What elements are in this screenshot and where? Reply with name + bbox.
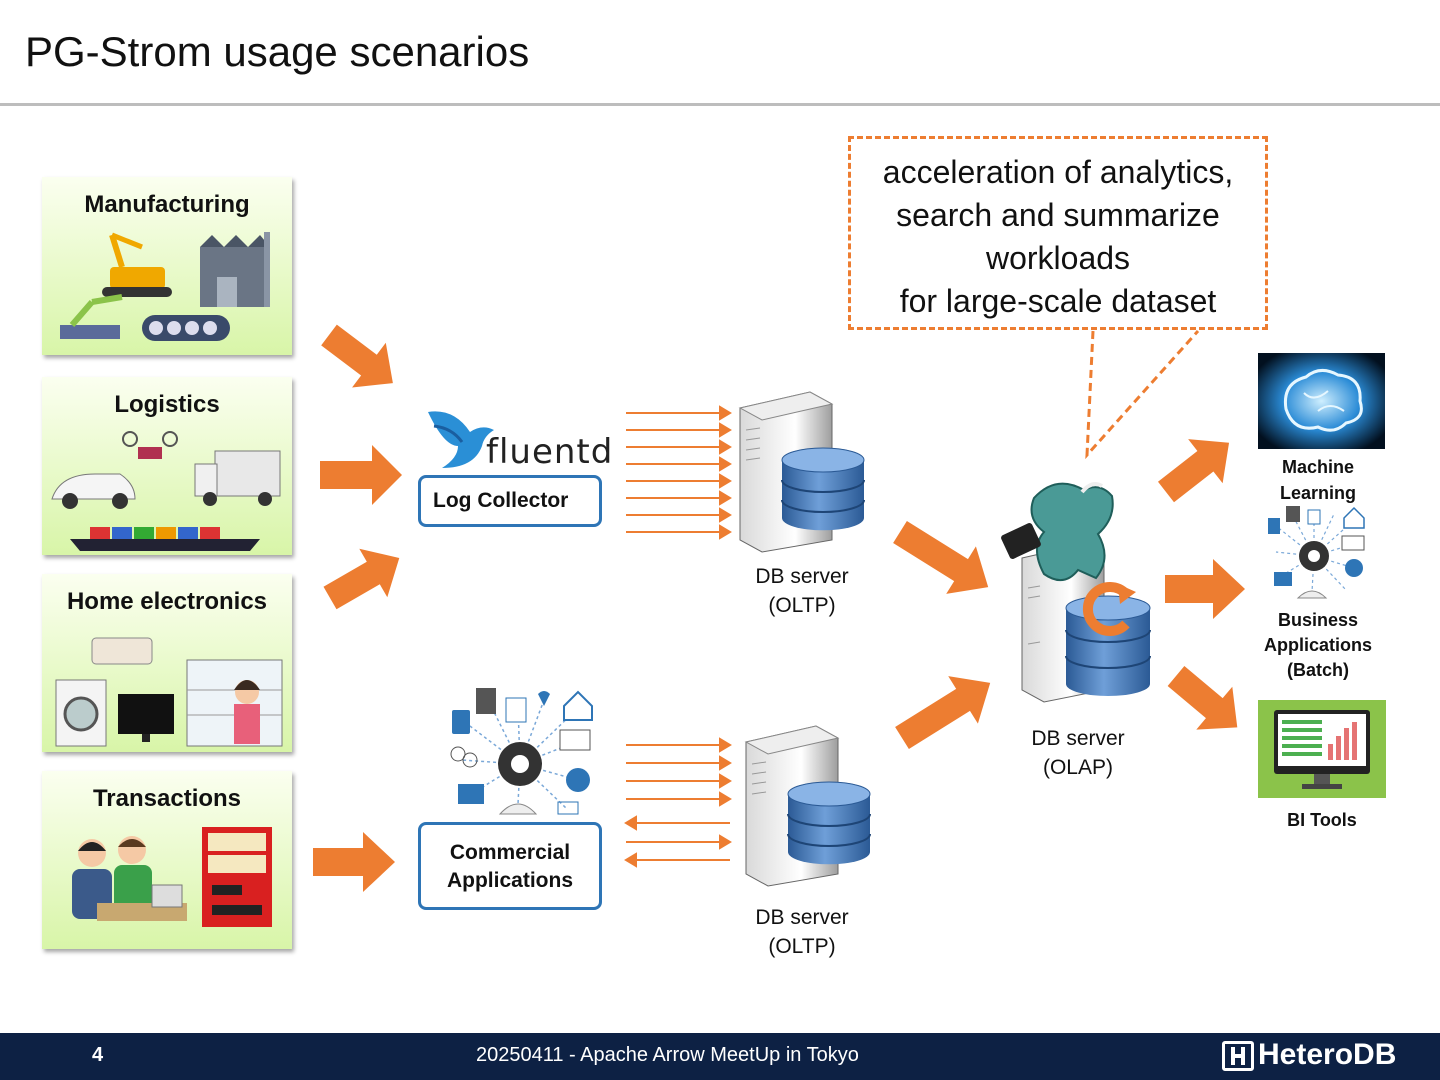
arrow-olap-to-bi (1167, 666, 1238, 730)
arrow-oltp2-to-olap (895, 676, 991, 750)
sector-label: Transactions (92, 785, 242, 812)
biz-line-2: Applications (1263, 635, 1372, 655)
oltp-server-1-icon (738, 391, 865, 553)
sector-label: Home electronics (66, 588, 268, 615)
commercial-line-2: Applications (446, 869, 573, 892)
fluentd-logo-text: fluentd (486, 432, 614, 472)
stream-arrows-fluentd (626, 405, 732, 540)
db-oltp-2-label: DB server (OLTP) (732, 903, 872, 961)
business-apps-network-icon (450, 688, 593, 815)
stream-arrows-commercial (624, 737, 732, 868)
bi-label: BI Tools (1287, 810, 1357, 830)
event-label: 20250411 - Apache Arrow MeetUp in Tokyo (476, 1044, 859, 1066)
callout-line-1: acceleration of analytics, (882, 154, 1234, 190)
db-oltp-1-line-1: DB server (755, 565, 849, 588)
arrow-olap-to-biz (1165, 559, 1245, 619)
arrow-olap-to-ml (1157, 439, 1230, 503)
commercial-line-1: Commercial (449, 841, 571, 864)
db-oltp-2-line-1: DB server (755, 906, 849, 929)
title-divider (0, 103, 1440, 106)
callout-box: acceleration of analytics, search and su… (848, 136, 1268, 330)
arrow-transactions-to-commercial (313, 832, 395, 892)
db-oltp-1-line-2: (OLTP) (768, 594, 836, 617)
callout-line-3: workloads (985, 240, 1131, 276)
footer-bar: 4 20250411 - Apache Arrow MeetUp in Toky… (0, 1033, 1440, 1080)
db-oltp-2-line-2: (OLTP) (768, 935, 836, 958)
db-olap-line-1: DB server (1031, 727, 1125, 750)
page-number: 4 (92, 1044, 104, 1066)
home-electronics-illustration-icon (55, 637, 283, 747)
business-apps-batch-icon (1268, 506, 1365, 599)
db-olap-label: DB server (OLAP) (1008, 724, 1148, 782)
db-olap-line-2: (OLAP) (1042, 756, 1113, 779)
arrow-home-to-fluentd (323, 548, 400, 610)
log-collector-box: Log Collector (418, 475, 602, 527)
page-title: PG-Strom usage scenarios (25, 28, 530, 75)
logistics-illustration-icon (51, 431, 281, 551)
callout-line-2: search and summarize (896, 197, 1220, 233)
brand-name: HeteroDB (1258, 1038, 1397, 1071)
biz-line-1: Business (1277, 610, 1359, 630)
ml-label: Machine Learning (1248, 454, 1388, 506)
ml-line-2: Learning (1279, 483, 1356, 503)
heterodb-logo-icon (1222, 1041, 1254, 1071)
arrow-oltp1-to-olap (893, 520, 989, 594)
db-oltp-1-label: DB server (OLTP) (732, 562, 872, 620)
commercial-applications-box: Commercial Applications (418, 822, 602, 910)
sector-manufacturing: Manufacturing (42, 177, 292, 355)
transactions-illustration-icon (72, 827, 272, 927)
sector-transactions: Transactions (42, 771, 292, 949)
arrow-manufacturing-to-fluentd (321, 324, 393, 388)
oltp-server-2-icon (744, 725, 871, 887)
biz-line-3: (Batch) (1287, 660, 1349, 680)
manufacturing-illustration-icon (60, 232, 270, 341)
fluentd-bird-icon (428, 411, 494, 468)
callout-line-4: for large-scale dataset (899, 283, 1217, 319)
callout-pointer (1085, 329, 1200, 460)
ml-line-1: Machine (1281, 457, 1355, 477)
arrow-logistics-to-fluentd (320, 445, 402, 505)
sector-home-electronics: Home electronics (42, 574, 292, 752)
bi-tools-monitor-icon (1258, 700, 1386, 798)
olap-server-pgstrom-icon (1001, 482, 1151, 703)
sector-label: Manufacturing (84, 191, 250, 218)
sector-logistics: Logistics (42, 377, 292, 555)
biz-label: Business Applications (Batch) (1248, 608, 1388, 683)
machine-learning-brain-icon (1258, 353, 1385, 449)
sector-label: Logistics (114, 391, 220, 418)
